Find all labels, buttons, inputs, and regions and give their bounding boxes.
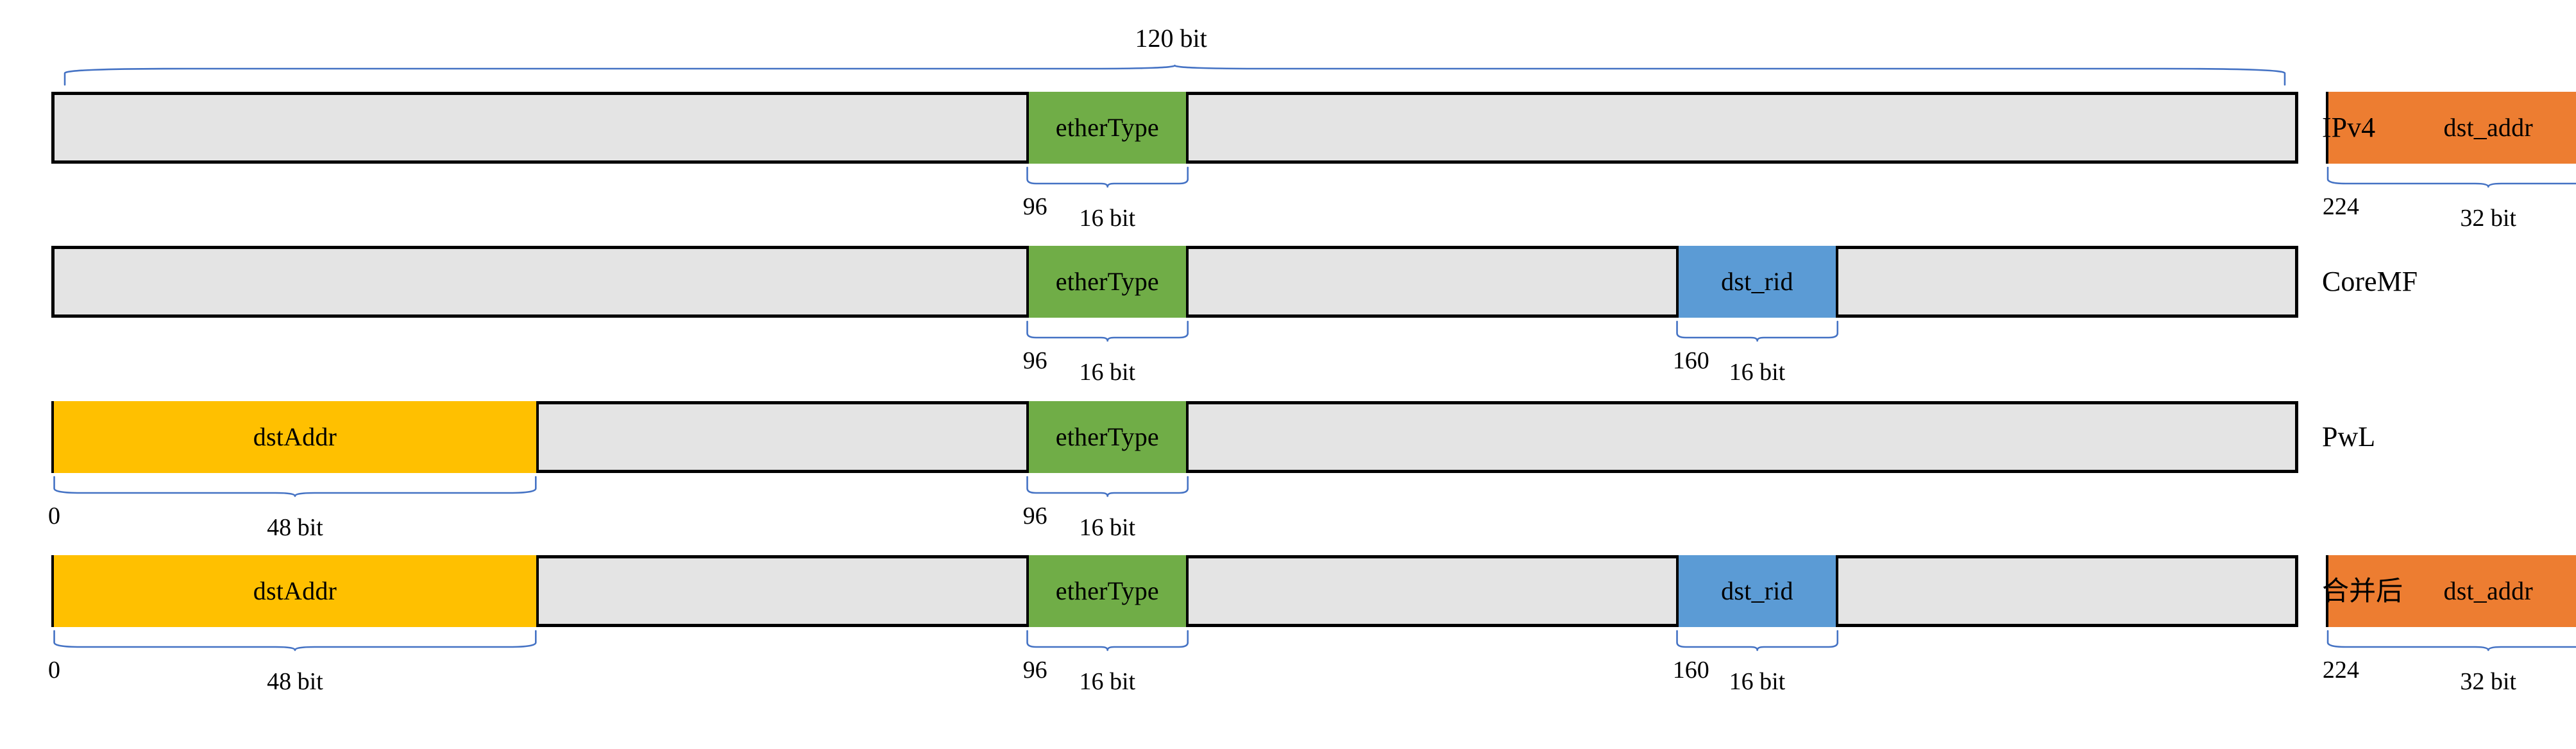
- field-width-label: 32 bit: [2460, 668, 2516, 695]
- field-width-label: 16 bit: [1079, 205, 1136, 232]
- field-offset-label: 96: [1022, 193, 1047, 220]
- field-dst-rid[interactable]: dst_rid: [1675, 555, 1839, 627]
- packet-row: etherType dst_addr: [51, 92, 2576, 164]
- field-etherType[interactable]: etherType: [1026, 555, 1189, 627]
- field-etherType[interactable]: etherType: [1026, 401, 1189, 473]
- top-span-brace: [51, 63, 2298, 86]
- field-width-label: 16 bit: [1729, 359, 1786, 386]
- field-width-label: 48 bit: [267, 514, 323, 541]
- field-dst-addr[interactable]: dst_addr: [2325, 555, 2576, 627]
- packet-row: etherType dst_rid: [51, 246, 2298, 318]
- field-offset-label: 224: [2322, 193, 2359, 220]
- field-width-brace: [51, 630, 539, 651]
- field-width-brace: [2326, 166, 2576, 188]
- field-width-brace: [1676, 630, 1838, 651]
- field-width-brace: [1026, 630, 1189, 651]
- field-width-brace: [1026, 476, 1189, 497]
- field-etherType[interactable]: etherType: [1026, 246, 1189, 318]
- field-width-label: 16 bit: [1729, 668, 1786, 695]
- field-width-brace: [51, 476, 539, 497]
- field-width-label: 48 bit: [267, 668, 323, 695]
- packet-row: dstAddr etherType dst_rid dst_addr: [51, 555, 2576, 627]
- field-offset-label: 96: [1022, 503, 1047, 529]
- field-offset-label: 160: [1672, 347, 1709, 374]
- field-offset-label: 160: [1672, 657, 1709, 684]
- top-span-label: 120 bit: [1135, 24, 1207, 53]
- row-name-merged: 合并后: [2322, 575, 2403, 607]
- field-width-brace: [1676, 320, 1838, 342]
- field-dstAddr[interactable]: dstAddr: [51, 401, 539, 473]
- field-offset-label: 0: [48, 503, 60, 529]
- row-name-ipv4: IPv4: [2322, 112, 2376, 143]
- field-offset-label: 96: [1022, 657, 1047, 684]
- field-width-label: 16 bit: [1079, 668, 1136, 695]
- field-offset-label: 96: [1022, 347, 1047, 374]
- field-dstAddr[interactable]: dstAddr: [51, 555, 539, 627]
- field-width-brace: [1026, 320, 1189, 342]
- row-name-coremf: CoreMF: [2322, 266, 2418, 297]
- field-width-label: 16 bit: [1079, 514, 1136, 541]
- field-dst-rid[interactable]: dst_rid: [1675, 246, 1839, 318]
- field-offset-label: 224: [2322, 657, 2359, 684]
- field-width-brace: [1026, 166, 1189, 188]
- field-offset-label: 0: [48, 657, 60, 684]
- field-width-label: 16 bit: [1079, 359, 1136, 386]
- field-width-brace: [2326, 630, 2576, 651]
- row-name-pwl: PwL: [2322, 421, 2376, 452]
- field-dst-addr[interactable]: dst_addr: [2325, 92, 2576, 164]
- packet-row: dstAddr etherType: [51, 401, 2298, 473]
- field-etherType[interactable]: etherType: [1026, 92, 1189, 164]
- field-width-label: 32 bit: [2460, 205, 2516, 232]
